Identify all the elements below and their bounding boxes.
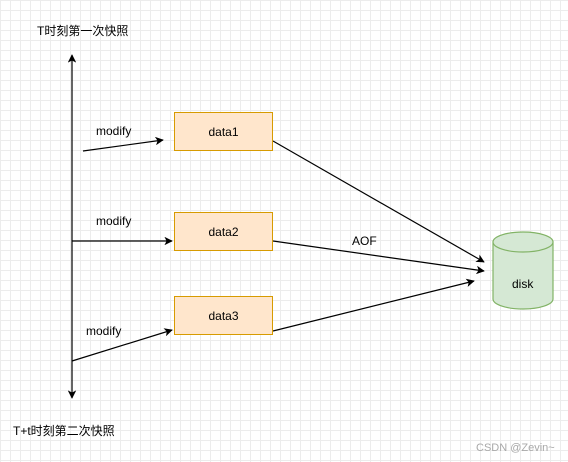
modify-arrow-1	[82, 136, 164, 152]
data1-box: data1	[174, 112, 273, 151]
first-snapshot-label: T时刻第一次快照	[37, 24, 129, 38]
data2-to-disk-arrow	[272, 240, 485, 275]
data3-box: data3	[174, 296, 273, 335]
data2-box: data2	[174, 212, 273, 251]
disk-label: disk	[512, 277, 534, 291]
aof-label: AOF	[352, 234, 377, 248]
watermark: CSDN @Zevin~	[476, 442, 555, 454]
modify-label-2: modify	[96, 214, 132, 228]
modify-label-3: modify	[86, 324, 122, 338]
second-snapshot-label: T+t时刻第二次快照	[13, 424, 115, 438]
data1-to-disk-arrow	[272, 140, 485, 263]
disk-cylinder	[492, 231, 554, 310]
data3-to-disk-arrow	[272, 278, 475, 332]
data1-label: data1	[208, 124, 239, 139]
modify-arrow-3	[71, 328, 173, 362]
data2-label: data2	[208, 224, 239, 239]
data3-label: data3	[208, 308, 239, 323]
modify-label-1: modify	[96, 124, 132, 138]
